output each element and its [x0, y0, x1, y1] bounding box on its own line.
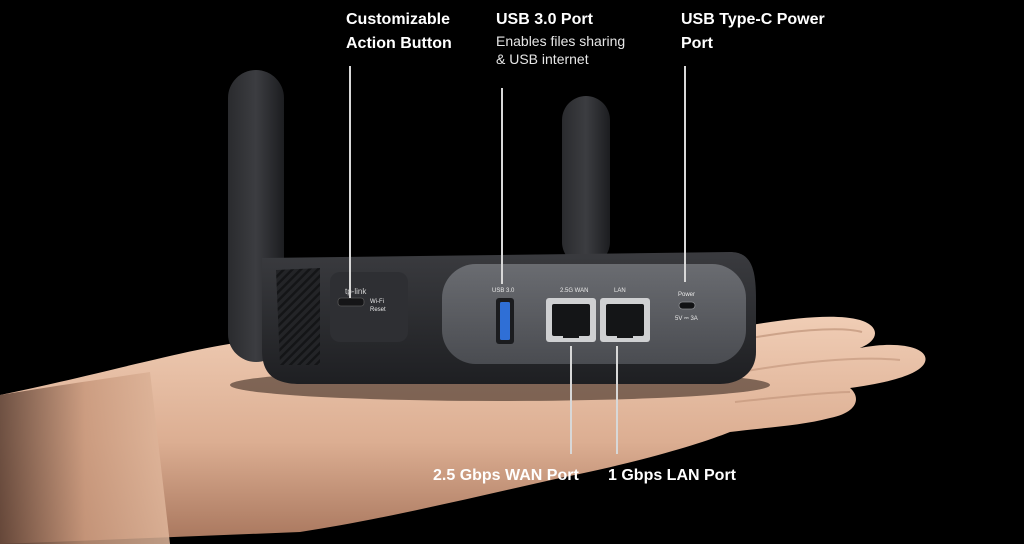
action-button-title-2: Action Button: [346, 35, 452, 52]
lan-leader-line: [616, 346, 618, 454]
usbc-callout: USB Type-C Power Port: [681, 8, 825, 56]
usbc-title-1: USB Type-C Power: [681, 11, 825, 28]
usb30-desc-2: & USB internet: [496, 51, 589, 67]
usb30-leader-line: [501, 88, 503, 284]
action-button-title-1: Customizable: [346, 11, 451, 28]
power-port-label: Power: [678, 292, 695, 298]
brand-logo: tp-link: [345, 287, 367, 296]
usbc-title-2: Port: [681, 35, 713, 52]
lan-title: 1 Gbps LAN Port: [608, 467, 737, 484]
lan-port-label: LAN: [614, 288, 626, 294]
switch-label-b: Reset: [370, 307, 386, 313]
usb-port-label: USB 3.0: [492, 288, 515, 294]
usb30-desc-1: Enables files sharing: [496, 33, 626, 49]
wan-callout: 2.5 Gbps WAN Port: [433, 464, 579, 488]
action-button-switch: [337, 297, 365, 307]
usb30-callout: USB 3.0 Port Enables files sharing & USB…: [496, 8, 625, 68]
router-body: tp-link Wi-Fi Reset USB 3.0 2.5G WAN LAN…: [262, 252, 756, 384]
wan-title: 2.5 Gbps WAN Port: [433, 467, 579, 484]
lan-callout: 1 Gbps LAN Port: [608, 464, 736, 488]
switch-label-a: Wi-Fi: [370, 299, 384, 305]
usbc-port: [678, 301, 696, 310]
wan-leader-line: [570, 346, 572, 454]
right-antenna: [562, 96, 610, 266]
action-button-leader-line: [349, 66, 351, 298]
wan-port-label: 2.5G WAN: [560, 288, 588, 294]
action-button-callout: Customizable Action Button: [346, 8, 452, 56]
power-rating-label: 5V ⎓ 3A: [675, 316, 698, 322]
usb30-title: USB 3.0 Port: [496, 11, 593, 28]
usbc-leader-line: [684, 66, 686, 282]
